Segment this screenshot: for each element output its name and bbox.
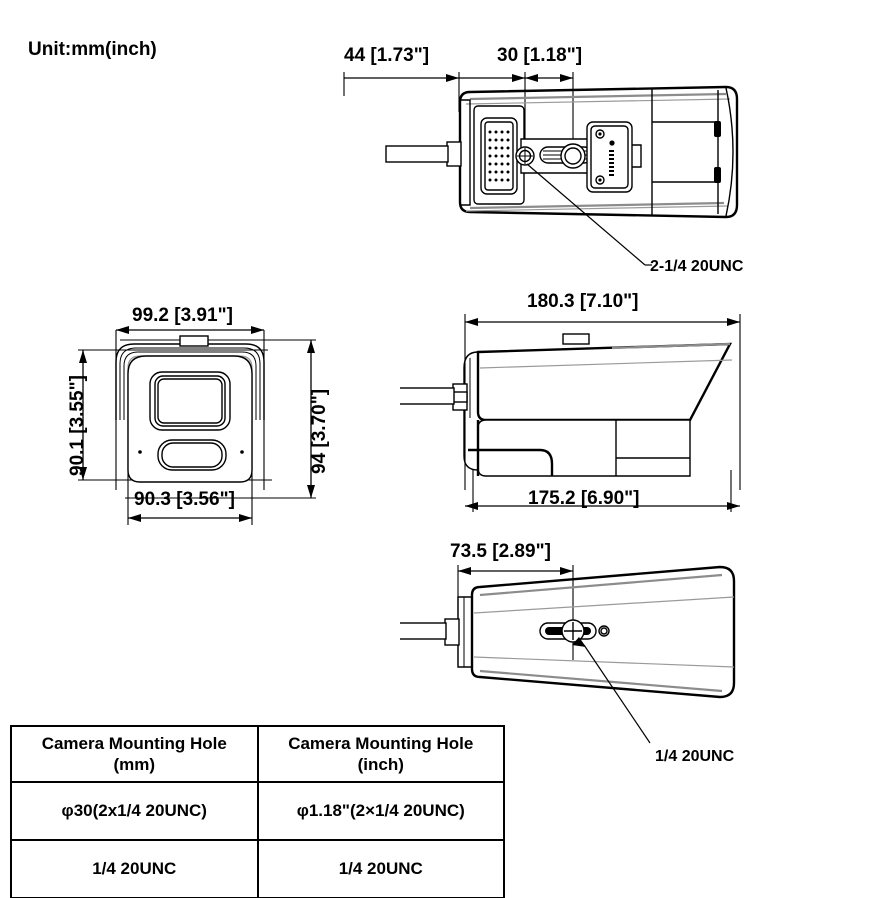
table-cell-mm-2: 1/4 20UNC bbox=[10, 839, 259, 898]
dimension-label-99-2: 99.2 [3.91"] bbox=[132, 305, 233, 326]
table-row: 1/4 20UNC 1/4 20UNC bbox=[10, 839, 505, 898]
table-header-mm-line2: (mm) bbox=[113, 755, 156, 774]
front-view-graphic bbox=[78, 326, 316, 525]
top-view-graphic bbox=[343, 72, 739, 266]
dimension-label-30: 30 [1.18"] bbox=[497, 45, 583, 66]
table-cell-inch-2: 1/4 20UNC bbox=[256, 839, 505, 898]
bottom-view-graphic bbox=[400, 565, 736, 744]
table-header-mm: Camera Mounting Hole (mm) bbox=[10, 725, 259, 783]
dim-line-94 bbox=[120, 339, 316, 499]
dimension-label-90-3: 90.3 [3.56"] bbox=[134, 489, 235, 510]
table-cell-mm-1: φ30(2x1/4 20UNC) bbox=[10, 781, 259, 841]
callout-label-2-1-4-20unc: 2-1/4 20UNC bbox=[650, 258, 744, 275]
table-row: φ30(2x1/4 20UNC) φ1.18"(2×1/4 20UNC) bbox=[10, 781, 505, 841]
table-header-inch-line1: Camera Mounting Hole bbox=[288, 733, 474, 753]
unit-label: Unit:mm(inch) bbox=[28, 39, 157, 60]
table-header-inch-line2: (inch) bbox=[357, 755, 404, 774]
table-cell-inch-1: φ1.18"(2×1/4 20UNC) bbox=[256, 781, 505, 841]
dim-line-175-2 bbox=[465, 470, 740, 512]
dimension-label-44: 44 [1.73"] bbox=[344, 45, 430, 66]
leader-2-1-4-20unc bbox=[526, 163, 652, 266]
dim-line-44 bbox=[343, 72, 460, 112]
dimension-label-94: 94 [3.70"] bbox=[309, 388, 330, 474]
perforation-grid bbox=[488, 130, 510, 182]
table-header-row: Camera Mounting Hole (mm) Camera Mountin… bbox=[10, 725, 505, 783]
dimension-label-175-2: 175.2 [6.90"] bbox=[528, 488, 640, 509]
callout-label-1-4-20unc: 1/4 20UNC bbox=[655, 748, 735, 765]
table-header-mm-line1: Camera Mounting Hole bbox=[41, 733, 227, 753]
camera-mounting-hole-table: Camera Mounting Hole (mm) Camera Mountin… bbox=[10, 725, 505, 898]
leader-1-4-20unc bbox=[572, 637, 651, 744]
dimension-label-90-1: 90.1 [3.55"] bbox=[67, 375, 88, 476]
table-header-inch: Camera Mounting Hole (inch) bbox=[256, 725, 505, 783]
label-plate-text bbox=[609, 140, 615, 176]
dimension-label-180-3: 180.3 [7.10"] bbox=[527, 291, 639, 312]
dim-line-180-3 bbox=[464, 314, 741, 490]
side-view-graphic bbox=[400, 314, 741, 512]
dimension-label-73-5: 73.5 [2.89"] bbox=[450, 541, 551, 562]
